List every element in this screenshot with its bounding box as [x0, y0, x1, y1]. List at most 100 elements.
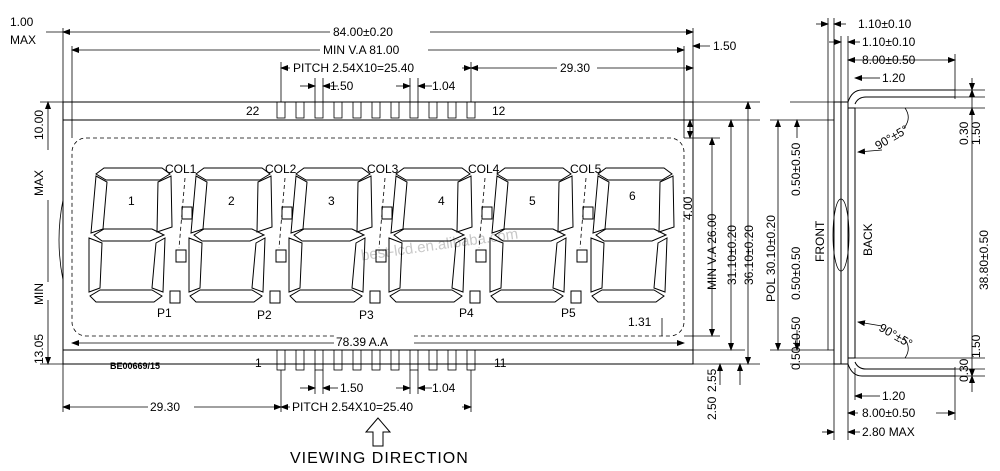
col3-upper-dot — [381, 206, 393, 220]
dim-pitch-bottom: PITCH 2.54X10=25.40 — [292, 400, 413, 414]
watermark: best-lcd.en.alibaba.com — [360, 226, 519, 265]
digit-2-seg-c — [251, 237, 266, 293]
dim-left-min-word: MIN — [32, 283, 46, 305]
digit-2-seg-e — [188, 237, 203, 293]
digit-6-seg-a — [597, 167, 673, 181]
dim-2-55: 2.55 — [705, 368, 719, 392]
digit-5-seg-b — [557, 175, 574, 233]
digit-4-seg-b — [456, 175, 473, 233]
side-back-glass — [847, 107, 856, 359]
digit-4-seg-c — [451, 237, 466, 293]
col3-guide-line — [378, 177, 386, 249]
pin-12-label: 12 — [492, 104, 506, 118]
col2-guide-line — [278, 177, 286, 249]
p3-label: P3 — [359, 308, 374, 322]
digit-6-seg-e — [590, 237, 605, 293]
dim-left-max-word: MAX — [32, 170, 46, 196]
digit-4-seg-a — [395, 167, 471, 181]
digit-6-seg-g — [595, 228, 668, 242]
p1-decimal-point — [169, 290, 181, 304]
digit-6-seg-c — [653, 237, 668, 293]
dim-left-height-min: 13.05 — [32, 334, 46, 364]
col1-guide-line — [178, 177, 186, 249]
front-label: FRONT — [813, 220, 827, 262]
digit-1-seg-g — [93, 228, 166, 242]
dim-pin-pitch-bottom: 1.50 — [340, 381, 364, 395]
p1-label: P1 — [157, 306, 172, 320]
digit-6-seg-d — [591, 289, 665, 303]
col5-label: COL5 — [570, 162, 602, 176]
dim-36-10: 36.10±0.20 — [742, 225, 756, 285]
back-label: BACK — [861, 223, 875, 256]
col4-guide-line — [478, 177, 486, 249]
dim-pin-pitch-top: 1.50 — [330, 79, 354, 93]
col1-label: COL1 — [165, 162, 197, 176]
viewing-direction-label: VIEWING DIRECTION — [290, 450, 469, 467]
dim-side-0-30-top: 0.30 — [957, 121, 971, 145]
dim-pitch-top: PITCH 2.54X10=25.40 — [293, 61, 414, 75]
digit-4-label: 4 — [438, 194, 445, 208]
digit-1-seg-e — [88, 237, 103, 293]
digit-6-seg-b — [658, 175, 675, 233]
dim-side-1-50-bot: 1.50 — [969, 334, 983, 358]
digit-2-seg-f — [190, 175, 208, 234]
dim-pol: POL 30.10±0.20 — [764, 215, 778, 302]
pin-22-label: 22 — [246, 104, 260, 118]
dim-side-8-00-bot: 8.00±0.50 — [862, 406, 916, 420]
top-pins — [276, 101, 476, 119]
digit-4-seg-d — [389, 289, 463, 303]
digit-1-label: 1 — [128, 194, 135, 208]
dim-offset-top-right: 29.30 — [560, 61, 590, 75]
viewing-direction-arrow — [364, 417, 392, 447]
seven-segment-digits — [88, 167, 675, 304]
angle-top: 90°±5° — [873, 122, 912, 152]
digit-5-seg-c — [552, 237, 567, 293]
digit-2-seg-d — [189, 289, 263, 303]
col1-upper-dot — [181, 206, 193, 220]
digit-3-seg-c — [351, 237, 366, 293]
col2-upper-dot — [281, 206, 293, 220]
digit-2-label: 2 — [228, 194, 235, 208]
dim-side-1-10-b: 1.10±0.10 — [862, 35, 916, 49]
pin-11-label: 11 — [494, 356, 507, 370]
front-view: best-lcd.en.alibaba.com — [10, 15, 760, 467]
digit-1-seg-c — [151, 237, 166, 293]
digit-5-seg-g — [494, 228, 567, 242]
side-view: 1.10±0.10 1.10±0.10 8.00±0.50 1.20 0.30 … — [764, 17, 991, 440]
dim-31-10: 31.10±0.20 — [725, 225, 739, 285]
p2-label: P2 — [257, 308, 272, 322]
col1-lower-dot — [175, 249, 187, 263]
digit-4-seg-e — [388, 237, 403, 293]
col5-lower-dot — [576, 249, 588, 263]
dim-left-height-max: 10.00 — [32, 110, 46, 140]
dim-side-0-50-a: 0.50±0.50 — [789, 142, 803, 196]
digit-2-seg-g — [193, 228, 266, 242]
dim-side-2-80-max: 2.80 MAX — [862, 425, 915, 439]
bottom-pins — [276, 349, 476, 371]
dim-margin-top-left: 1.00 — [10, 15, 34, 29]
dim-4-00: 4.00 — [681, 196, 695, 220]
p2-decimal-point — [269, 290, 281, 304]
dim-min-va-height: MIN V.A 26.00 — [705, 213, 719, 290]
p4-label: P4 — [459, 306, 474, 320]
digit-5-label: 5 — [529, 194, 536, 208]
col2-lower-dot — [275, 249, 287, 263]
dim-pin-width-bottom: 1.04 — [432, 381, 456, 395]
digit-1-seg-f — [90, 175, 108, 234]
digit-3-seg-g — [293, 228, 366, 242]
dim-side-8-00-top: 8.00±0.50 — [862, 53, 916, 67]
dim-pin-width-top: 1.04 — [432, 79, 456, 93]
dim-side-1-10-a: 1.10±0.10 — [858, 17, 912, 31]
dim-side-1-50-top: 1.50 — [969, 121, 983, 145]
digit-2-seg-b — [256, 175, 273, 233]
dim-overall-width: 84.00±0.20 — [333, 25, 393, 39]
dim-side-0-30-bot: 0.30 — [957, 358, 971, 382]
col5-guide-line — [579, 177, 587, 249]
col3-lower-dot — [375, 249, 387, 263]
col4-lower-dot — [475, 249, 487, 263]
digit-1-seg-d — [89, 289, 163, 303]
digit-5-seg-e — [489, 237, 504, 293]
digit-3-seg-d — [289, 289, 363, 303]
dim-side-0-50-c: 0.50±0.50 — [789, 316, 803, 370]
dim-side-1-20-top: 1.20 — [882, 71, 906, 85]
